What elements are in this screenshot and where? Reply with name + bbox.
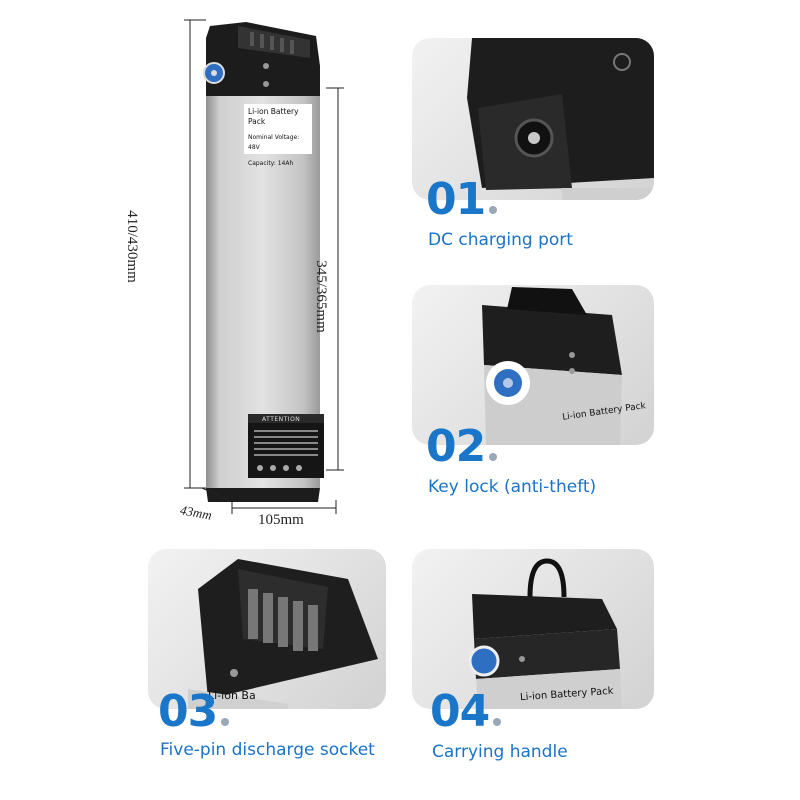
carrying-handle-illustration xyxy=(468,558,622,709)
socket-photo-label: Li-ion Ba xyxy=(208,689,256,702)
battery-label: Li-ion Battery Pack Nominal Voltage: 48V… xyxy=(248,107,312,169)
feature-number-2: 02 xyxy=(426,425,498,469)
dimension-outer-height: 410/430mm xyxy=(123,210,140,283)
battery-pack-image xyxy=(203,22,324,502)
battery-label-voltage: Nominal Voltage: 48V xyxy=(248,134,300,151)
feature-photo-discharge-socket: Li-ion Ba xyxy=(148,549,386,709)
battery-label-title: Li-ion Battery Pack xyxy=(248,107,299,126)
battery-label-capacity: Capacity: 14Ah xyxy=(248,160,294,167)
feature-photo-charging-port xyxy=(412,38,654,200)
feature-caption-3: Five-pin discharge socket xyxy=(160,740,375,760)
dimension-width: 105mm xyxy=(258,512,304,528)
feature-caption-1: DC charging port xyxy=(428,230,573,250)
feature-photo-key-lock: Li-ion Battery Pack xyxy=(412,285,654,445)
feature-photo-carrying-handle: Li-ion Battery Pack xyxy=(412,549,654,709)
feature-number-4: 04 xyxy=(430,690,502,734)
feature-number-1: 01 xyxy=(426,178,498,222)
feature-number-3: 03 xyxy=(158,690,230,734)
feature-caption-4: Carrying handle xyxy=(432,742,568,762)
warning-title: ATTENTION xyxy=(262,416,301,423)
charging-port-illustration xyxy=(467,38,654,200)
discharge-socket-illustration xyxy=(188,559,378,709)
key-lock-illustration xyxy=(482,287,622,445)
feature-caption-2: Key lock (anti-theft) xyxy=(428,477,597,497)
dimension-inner-height: 345/365mm xyxy=(312,260,329,333)
